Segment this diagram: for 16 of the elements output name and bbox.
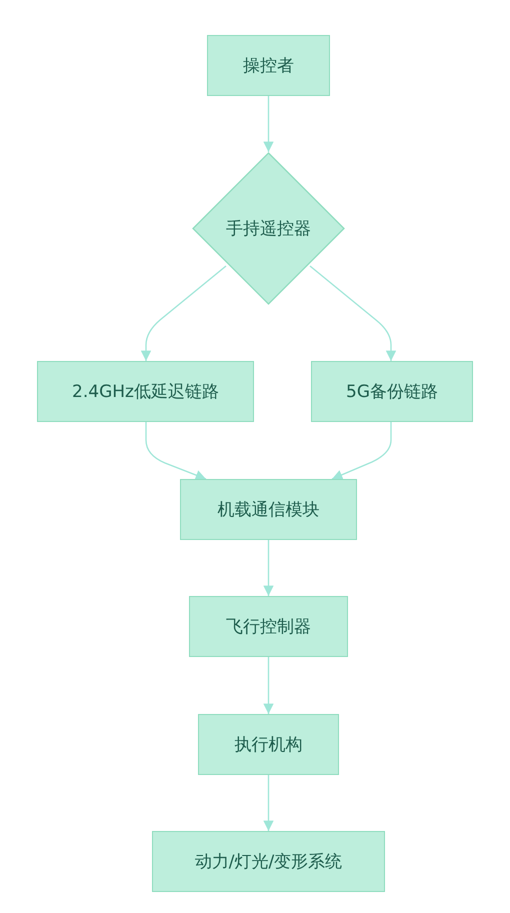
process-box: 操控者 — [207, 35, 330, 96]
arrow — [263, 540, 274, 596]
arrow — [310, 266, 396, 361]
arrow — [263, 96, 274, 152]
process-box: 飞行控制器 — [189, 596, 348, 657]
process-box: 动力/灯光/变形系统 — [152, 831, 385, 892]
process-box: 5G备份链路 — [311, 361, 473, 422]
arrow — [145, 422, 206, 480]
process-box: 执行机构 — [198, 714, 339, 775]
arrow — [140, 266, 226, 361]
arrow — [263, 775, 274, 831]
arrow — [332, 422, 392, 480]
process-box: 机载通信模块 — [180, 479, 357, 540]
arrow — [263, 657, 274, 714]
process-box: 2.4GHz低延迟链路 — [37, 361, 254, 422]
decision-diamond: 手持遥控器 — [192, 152, 345, 305]
